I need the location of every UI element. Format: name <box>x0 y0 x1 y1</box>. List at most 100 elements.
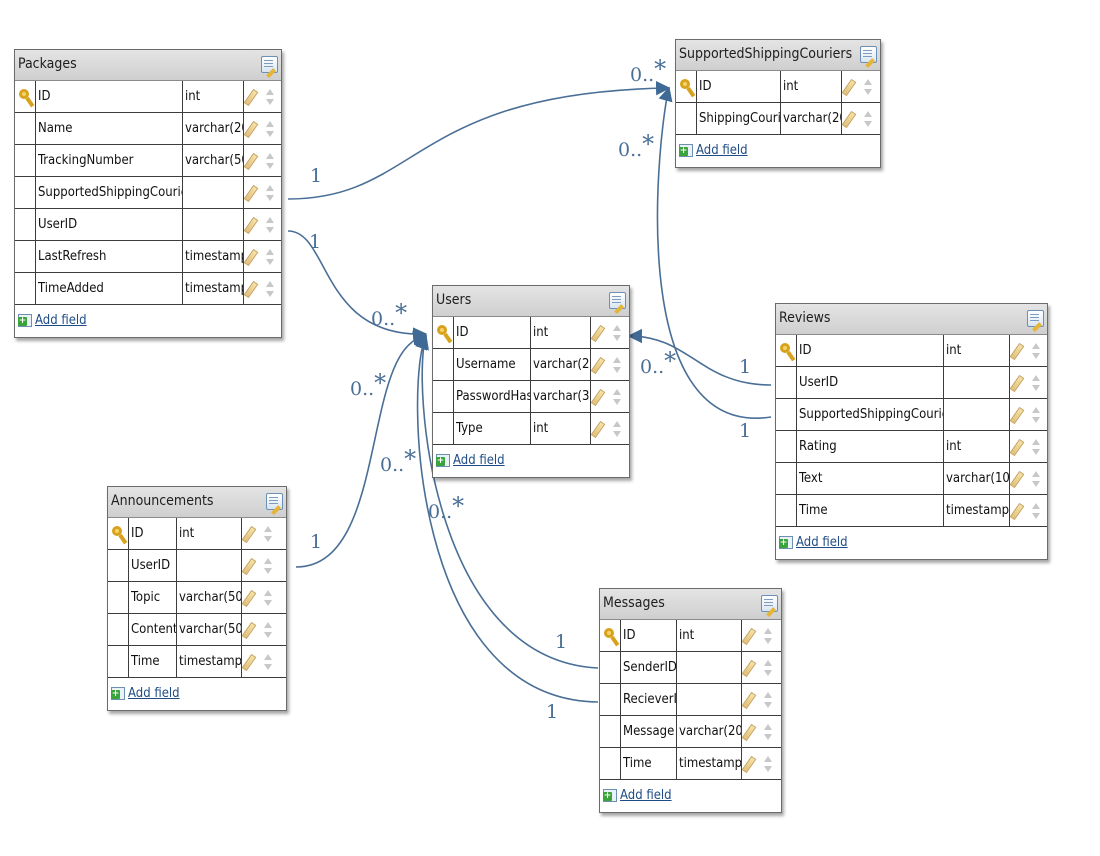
add-field-icon[interactable] <box>111 687 125 700</box>
field-row[interactable]: UserID <box>15 209 281 241</box>
pencil-icon[interactable] <box>591 324 606 343</box>
move-icon[interactable] <box>613 324 621 342</box>
field-type[interactable]: int <box>677 620 742 651</box>
field-name[interactable]: ID <box>454 317 531 348</box>
move-icon[interactable] <box>1032 502 1040 520</box>
pencil-icon[interactable] <box>244 248 259 267</box>
move-icon[interactable] <box>266 216 274 234</box>
move-icon[interactable] <box>266 120 274 138</box>
field-name[interactable]: SupportedShippingCourierID <box>36 177 183 208</box>
move-icon[interactable] <box>864 78 872 96</box>
pencil-icon[interactable] <box>742 627 757 646</box>
table-messages[interactable]: Messages ID int SenderID RecieverID Mess… <box>599 588 782 813</box>
pencil-icon[interactable] <box>244 184 259 203</box>
field-row[interactable]: Time timestamp <box>108 646 286 678</box>
field-type[interactable]: varchar(100) <box>944 463 1010 494</box>
pencil-icon[interactable] <box>842 110 857 129</box>
move-icon[interactable] <box>864 110 872 128</box>
field-row[interactable]: ID int <box>108 518 286 550</box>
field-row[interactable]: Text varchar(100) <box>776 463 1047 495</box>
edit-table-icon[interactable] <box>761 595 778 612</box>
add-field-icon[interactable] <box>18 314 32 327</box>
field-name[interactable]: Name <box>36 113 183 144</box>
field-type[interactable]: timestamp <box>677 748 742 779</box>
field-row[interactable]: ID int <box>776 335 1047 367</box>
field-type[interactable]: varchar(32) <box>531 381 591 412</box>
move-icon[interactable] <box>764 659 772 677</box>
field-row[interactable]: ID int <box>433 317 629 349</box>
pencil-icon[interactable] <box>242 589 257 608</box>
field-type[interactable]: timestamp <box>944 495 1010 526</box>
move-icon[interactable] <box>264 621 272 639</box>
field-type[interactable]: varchar(20) <box>183 113 244 144</box>
field-type[interactable]: int <box>944 335 1010 366</box>
pencil-icon[interactable] <box>1010 470 1025 489</box>
field-type[interactable] <box>677 684 742 715</box>
table-header[interactable]: Users <box>433 286 629 317</box>
pencil-icon[interactable] <box>1010 342 1025 361</box>
field-type[interactable]: timestamp <box>177 646 242 677</box>
field-row[interactable]: Time timestamp <box>600 748 781 780</box>
field-type[interactable]: int <box>531 413 591 444</box>
field-type[interactable]: varchar(50) <box>177 582 242 613</box>
table-header[interactable]: Reviews <box>776 304 1047 335</box>
field-name[interactable]: Message <box>621 716 677 747</box>
pencil-icon[interactable] <box>242 653 257 672</box>
field-name[interactable]: ID <box>621 620 677 651</box>
field-row[interactable]: RecieverID <box>600 684 781 716</box>
field-type[interactable] <box>183 209 244 240</box>
pencil-icon[interactable] <box>1010 406 1025 425</box>
add-field-icon[interactable] <box>779 536 793 549</box>
field-type[interactable]: int <box>531 317 591 348</box>
field-type[interactable]: int <box>781 71 842 102</box>
pencil-icon[interactable] <box>244 152 259 171</box>
field-row[interactable]: Topic varchar(50) <box>108 582 286 614</box>
table-header[interactable]: Packages <box>15 50 281 81</box>
field-row[interactable]: SupportedShippingCourierID <box>15 177 281 209</box>
field-row[interactable]: UserID <box>108 550 286 582</box>
pencil-icon[interactable] <box>244 216 259 235</box>
field-name[interactable]: ID <box>797 335 944 366</box>
move-icon[interactable] <box>266 184 274 202</box>
add-field-icon[interactable] <box>603 789 617 802</box>
field-name[interactable]: Time <box>621 748 677 779</box>
pencil-icon[interactable] <box>742 691 757 710</box>
pencil-icon[interactable] <box>242 557 257 576</box>
field-type[interactable]: varchar(50) <box>183 145 244 176</box>
table-users[interactable]: Users ID int Username varchar(20) Passwo… <box>432 285 630 478</box>
move-icon[interactable] <box>264 589 272 607</box>
pencil-icon[interactable] <box>842 78 857 97</box>
move-icon[interactable] <box>613 388 621 406</box>
move-icon[interactable] <box>1032 374 1040 392</box>
field-type[interactable]: int <box>944 431 1010 462</box>
field-name[interactable]: PasswordHash <box>454 381 531 412</box>
field-name[interactable]: Time <box>129 646 177 677</box>
field-row[interactable]: Type int <box>433 413 629 445</box>
move-icon[interactable] <box>266 280 274 298</box>
field-name[interactable]: Content <box>129 614 177 645</box>
move-icon[interactable] <box>764 691 772 709</box>
field-type[interactable]: timestamp <box>183 273 244 304</box>
pencil-icon[interactable] <box>591 388 606 407</box>
add-field-link[interactable]: Add field <box>696 143 748 158</box>
add-field-link[interactable]: Add field <box>796 535 848 550</box>
field-name[interactable]: Type <box>454 413 531 444</box>
field-type[interactable] <box>183 177 244 208</box>
edit-table-icon[interactable] <box>609 292 626 309</box>
field-row[interactable]: ID int <box>15 81 281 113</box>
field-row[interactable]: TimeAdded timestamp <box>15 273 281 305</box>
move-icon[interactable] <box>264 525 272 543</box>
field-type[interactable] <box>944 367 1010 398</box>
field-type[interactable]: varchar(20) <box>781 103 842 134</box>
field-row[interactable]: ShippingCourier varchar(20) <box>676 103 880 135</box>
edit-table-icon[interactable] <box>1027 310 1044 327</box>
pencil-icon[interactable] <box>591 356 606 375</box>
table-reviews[interactable]: Reviews ID int UserID SupportedShippingC… <box>775 303 1048 560</box>
table-packages[interactable]: Packages ID int Name varchar(20) Trackin… <box>14 49 282 338</box>
add-field-icon[interactable] <box>436 454 450 467</box>
table-header[interactable]: SupportedShippingCouriers <box>676 40 880 71</box>
field-name[interactable]: ID <box>697 71 781 102</box>
field-name[interactable]: Topic <box>129 582 177 613</box>
field-name[interactable]: TimeAdded <box>36 273 183 304</box>
field-type[interactable]: varchar(500) <box>177 614 242 645</box>
